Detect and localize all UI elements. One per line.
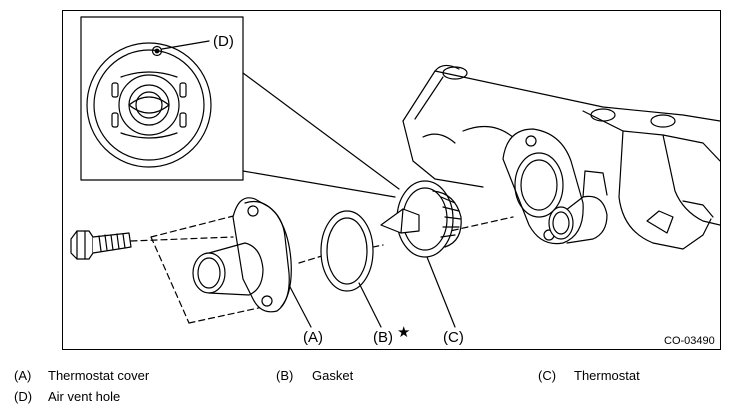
thermostat-cover [192, 197, 292, 313]
callout-b-star: ★ [397, 324, 410, 341]
detail-inset [80, 16, 400, 198]
legend-key-d: (D) [14, 389, 33, 404]
air-vent-hole-mark [151, 40, 210, 57]
callout-c: (C) [443, 329, 464, 346]
legend-key-c: (C) [538, 368, 557, 383]
thermostat [380, 180, 462, 258]
thermostat-diagram: (D) (A) (B) ★ (C) CO-03490 [70, 16, 720, 347]
legend-label-b: Gasket [312, 368, 354, 383]
legend-row-1: (A) Thermostat cover (B) Gasket (C) Ther… [0, 368, 731, 386]
figure-code: CO-03490 [664, 335, 715, 347]
assembly-lines [130, 210, 514, 324]
figure-frame: (D) (A) (B) ★ (C) CO-03490 [62, 10, 721, 350]
callout-b: (B) [373, 329, 393, 346]
gasket [320, 210, 374, 292]
legend-key-b: (B) [276, 368, 294, 383]
callout-a: (A) [303, 329, 323, 346]
callout-leaders [288, 256, 456, 328]
legend-label-c: Thermostat [574, 368, 640, 383]
engine-housing [402, 64, 720, 250]
legend-label-d: Air vent hole [48, 389, 121, 404]
callout-d: (D) [213, 33, 234, 50]
bolt [70, 230, 132, 260]
legend-label-a: Thermostat cover [48, 368, 150, 383]
legend-key-a: (A) [14, 368, 32, 383]
legend-row-2: (D) Air vent hole [0, 389, 731, 407]
